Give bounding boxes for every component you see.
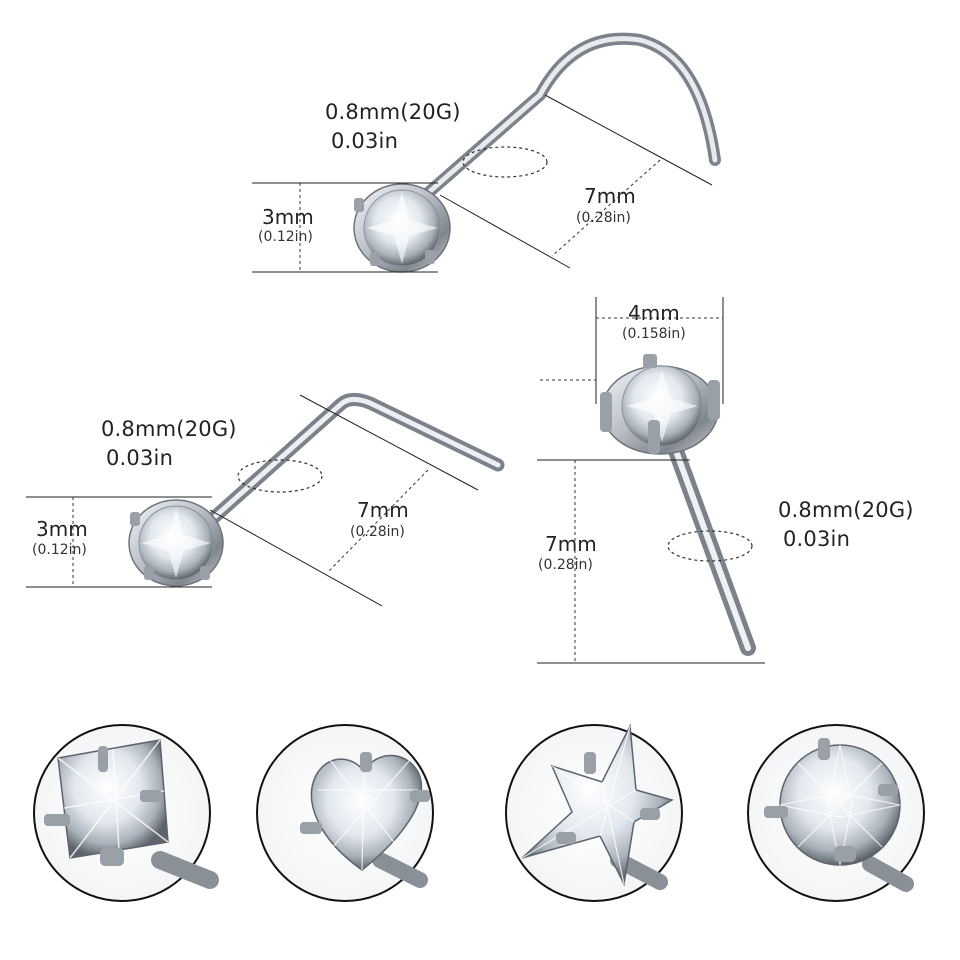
straight-piercing xyxy=(537,297,765,664)
thumbnail-square xyxy=(33,724,219,902)
straight-gauge-mm-label: 0.8mm(20G) xyxy=(778,498,914,522)
heart-gem-icon xyxy=(300,752,430,888)
screw-piercing xyxy=(252,32,721,273)
screw-height-in-label: (0.12in) xyxy=(258,229,313,245)
round-gem-icon xyxy=(764,738,914,892)
l-shape-piercing xyxy=(26,393,505,607)
thumbnail-star xyxy=(505,723,683,902)
straight-width-mm-label: 4mm xyxy=(628,301,680,325)
screw-length-in-label: (0.28in) xyxy=(576,210,631,226)
l-shape-gauge-mm-label: 0.8mm(20G) xyxy=(101,417,237,441)
square-gem-icon xyxy=(44,739,219,889)
screw-length-mm-label: 7mm xyxy=(584,184,636,208)
thumbnail-heart xyxy=(256,724,434,902)
screw-gauge-mm-label: 0.8mm(20G) xyxy=(325,100,461,124)
straight-gauge-in-label: 0.03in xyxy=(783,527,851,551)
l-shape-height-mm-label: 3mm xyxy=(36,517,88,541)
thumbnail-round xyxy=(747,724,925,902)
star-gem-icon xyxy=(521,723,674,890)
straight-width-in-label: (0.158in) xyxy=(622,326,686,342)
l-shape-gauge-in-label: 0.03in xyxy=(106,446,174,470)
l-shape-length-in-label: (0.28in) xyxy=(350,524,405,540)
screw-gauge-in-label: 0.03in xyxy=(331,129,399,153)
l-shape-height-in-label: (0.12in) xyxy=(32,542,87,558)
straight-length-mm-label: 7mm xyxy=(545,532,597,556)
l-shape-length-mm-label: 7mm xyxy=(357,498,409,522)
screw-height-mm-label: 3mm xyxy=(262,205,314,229)
straight-length-in-label: (0.28in) xyxy=(538,557,593,573)
